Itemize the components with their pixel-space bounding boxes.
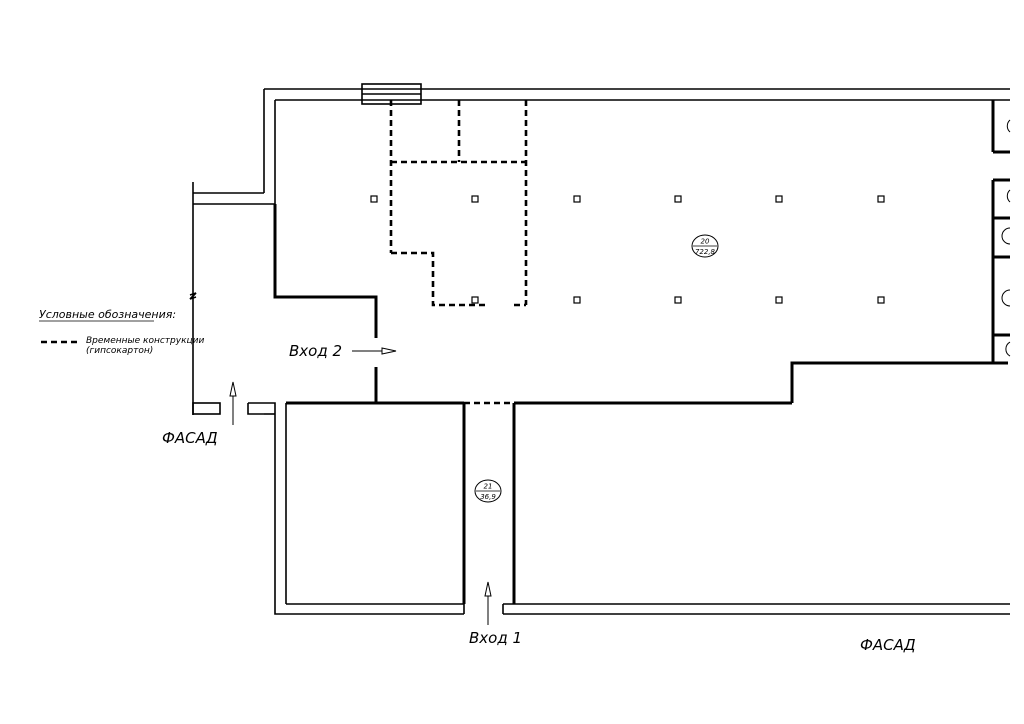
room-tag-20: 20 722,8 [691, 234, 719, 258]
legend-title: Условные обозначения: [39, 308, 176, 321]
temporary-structures [389, 100, 528, 405]
room-area-20: 722,8 [695, 248, 716, 256]
right-door-marks [1001, 119, 1011, 357]
facade-left-label: ФАСАД [162, 429, 218, 447]
entrance-2-label: Вход 2 [289, 342, 342, 360]
legend-item-line2: (гипсокартон) [86, 346, 153, 356]
room-number-20: 20 [701, 238, 710, 246]
legend-item-line1: Временные конструкции [86, 336, 204, 346]
outer-walls [189, 83, 1010, 615]
room-number-21: 21 [484, 483, 493, 491]
entrance-1-label: Вход 1 [469, 629, 522, 647]
facade-left-arrow [229, 381, 237, 425]
facade-bottom-label: ФАСАД [860, 636, 916, 654]
entrance-1-arrow [484, 581, 492, 625]
columns [370, 195, 885, 304]
room-area-21: 36,9 [480, 493, 496, 501]
legend: Условные обозначения: Временные конструк… [39, 308, 204, 356]
room-tag-21: 21 36,9 [474, 479, 502, 503]
entrance-2-arrow [352, 347, 397, 355]
partitions [273, 100, 1010, 604]
